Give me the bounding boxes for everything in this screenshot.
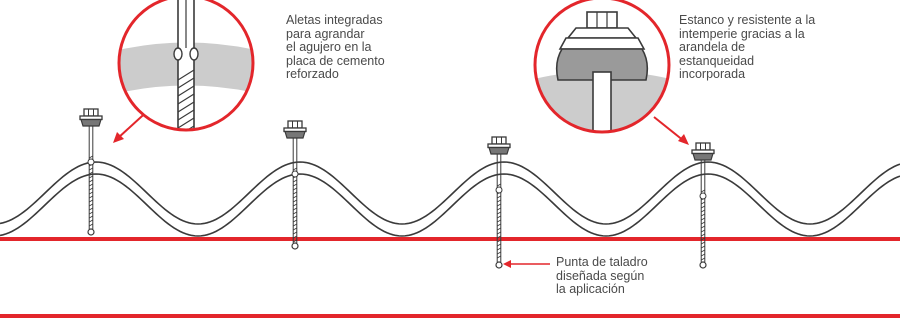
sheet-bottom-edge [0,173,900,237]
magnifier-washer-detail [533,0,671,134]
screw-group [79,108,715,269]
corrugated-sheet [0,161,900,237]
screw-1 [79,108,103,236]
red-beam-line-bottom [0,314,900,318]
red-beam-line-top [0,237,900,241]
callout-fins-text: Aletas integradas para agrandar el aguje… [286,13,385,81]
screw-2 [283,120,307,250]
callout-arrow-tip [503,260,550,268]
magnifier-fins-detail [117,0,255,132]
sheet-top-edge [0,161,900,225]
screw-4 [691,142,715,269]
screw-3 [487,136,511,269]
callout-arrow-washer [653,116,689,145]
callout-washer-text: Estanco y resistente a la intemperie gra… [679,13,816,81]
callout-tip-text: Punta de taladro diseñada según la aplic… [556,255,648,296]
